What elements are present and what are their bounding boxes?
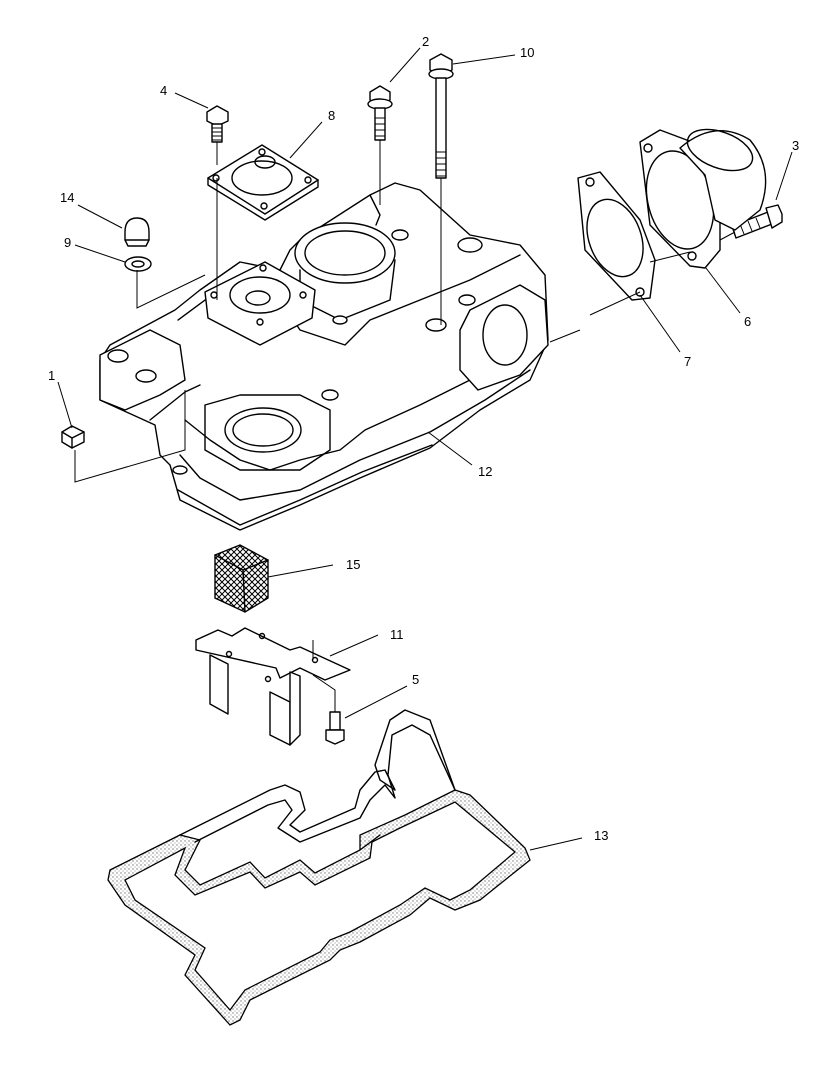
callout-8: 8: [328, 108, 335, 123]
elbow-housing-6: [639, 128, 767, 269]
bolt-3: [731, 204, 783, 239]
washer-9: [124, 256, 152, 272]
alignment-lines: [74, 140, 736, 712]
callout-9: 9: [64, 235, 71, 250]
callout-1: 1: [48, 368, 55, 383]
callouts: 4 2 10 8 14 9 1 3 6 7 12 15 11 5 13: [48, 34, 799, 843]
cover-plate: [207, 144, 319, 221]
leader-lines: [57, 47, 793, 851]
callout-12: 12: [478, 464, 492, 479]
callout-10: 10: [520, 45, 534, 60]
bolt-2: [367, 85, 393, 141]
callout-11: 11: [390, 627, 404, 642]
valve-cover-housing: [99, 182, 549, 531]
callout-2: 2: [422, 34, 429, 49]
gasket-7: [577, 171, 656, 301]
nut-1: [61, 425, 85, 449]
baffle-plate-11: [195, 627, 351, 746]
callout-14: 14: [60, 190, 74, 205]
callout-5: 5: [412, 672, 419, 687]
callout-13: 13: [594, 828, 608, 843]
filter-element-15: [214, 544, 269, 613]
callout-15: 15: [346, 557, 360, 572]
bolt-10: [428, 53, 454, 179]
callout-3: 3: [792, 138, 799, 153]
callout-6: 6: [744, 314, 751, 329]
cap-nut-14: [124, 217, 150, 247]
callout-7: 7: [684, 354, 691, 369]
bolt-4: [206, 105, 229, 143]
gasket-13: [107, 709, 531, 1026]
bolt-5: [325, 711, 345, 745]
callout-4: 4: [160, 83, 167, 98]
